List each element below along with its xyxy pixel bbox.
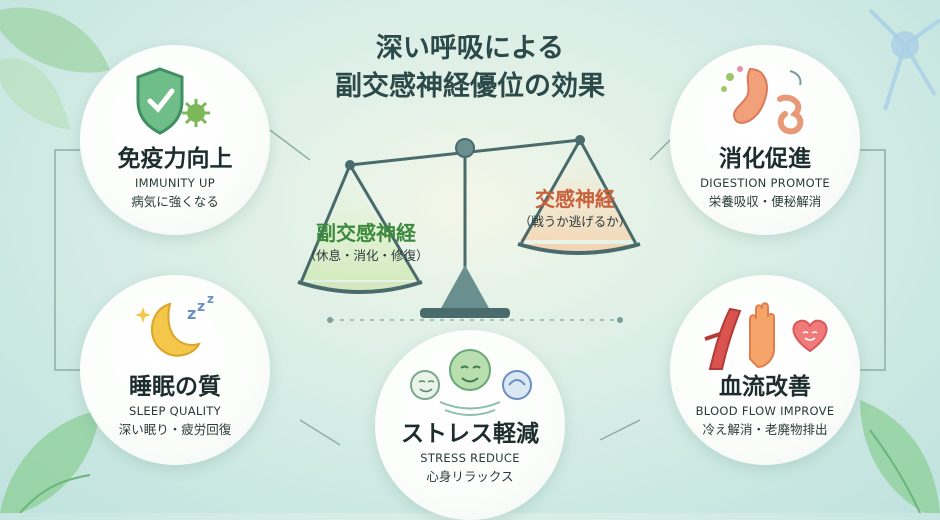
relaxed-face-icon (410, 349, 532, 416)
balance-scale-icon (297, 135, 641, 318)
card-english: SLEEP QUALITY (129, 404, 221, 418)
leaf-decoration-top-left (0, 7, 110, 130)
card-subtitle: 冷え解消・老廃物排出 (702, 422, 828, 437)
title-line-2: 副交感神経優位の効果 (335, 71, 605, 102)
page-title: 深い呼吸による 副交感神経優位の効果 (300, 30, 640, 106)
sympathetic-description: （戦うか逃げるか） (518, 214, 632, 229)
card-english: DIGESTION PROMOTE (700, 176, 830, 190)
shield-virus-icon (136, 67, 210, 135)
sympathetic-label: 交感神経 （戦うか逃げるか） (500, 186, 650, 232)
benefit-card-blood-flow: 血流改善 BLOOD FLOW IMPROVE 冷え解消・老廃物排出 (670, 275, 860, 465)
benefit-card-stress: ストレス軽減 STRESS REDUCE 心身リラックス (375, 330, 565, 520)
moon-sleep-icon: z z z (135, 292, 214, 357)
card-title: 睡眠の質 (129, 374, 221, 400)
card-title: 免疫力向上 (117, 146, 233, 172)
leaf-decoration-bottom-left (0, 410, 100, 513)
sympathetic-title: 交感神経 (535, 187, 615, 211)
card-subtitle: 病気に強くなる (131, 194, 219, 209)
card-english: STRESS REDUCE (420, 451, 520, 465)
card-subtitle: 心身リラックス (426, 469, 514, 484)
card-title: ストレス軽減 (401, 421, 539, 447)
card-subtitle: 栄養吸収・便秘解消 (708, 194, 822, 209)
benefit-card-immunity: 免疫力向上 IMMUNITY UP 病気に強くなる (80, 45, 270, 235)
title-line-1: 深い呼吸による (375, 33, 565, 64)
stomach-intestine-icon (721, 66, 804, 135)
neuron-decoration (868, 8, 940, 111)
card-english: IMMUNITY UP (134, 176, 215, 190)
benefit-card-digestion: 消化促進 DIGESTION PROMOTE 栄養吸収・便秘解消 (670, 45, 860, 235)
card-title: 血流改善 (719, 374, 811, 400)
card-english: BLOOD FLOW IMPROVE (695, 404, 835, 418)
leaf-decoration-bottom-right (860, 400, 940, 513)
svg-text:z: z (187, 304, 196, 323)
parasympathetic-description: （休息・消化・修復） (303, 248, 429, 263)
card-subtitle: 深い眠り・疲労回復 (118, 422, 232, 437)
card-title: 消化促進 (719, 146, 811, 172)
blood-vessel-hands-heart-icon (704, 302, 828, 370)
parasympathetic-label: 副交感神経 （休息・消化・修復） (286, 220, 446, 266)
parasympathetic-title: 副交感神経 (316, 221, 416, 245)
benefit-card-sleep: z z z 睡眠の質 SLEEP QUALITY 深い眠り・疲労回復 (80, 275, 270, 465)
svg-text:z: z (207, 292, 214, 306)
svg-text:z: z (197, 299, 205, 315)
